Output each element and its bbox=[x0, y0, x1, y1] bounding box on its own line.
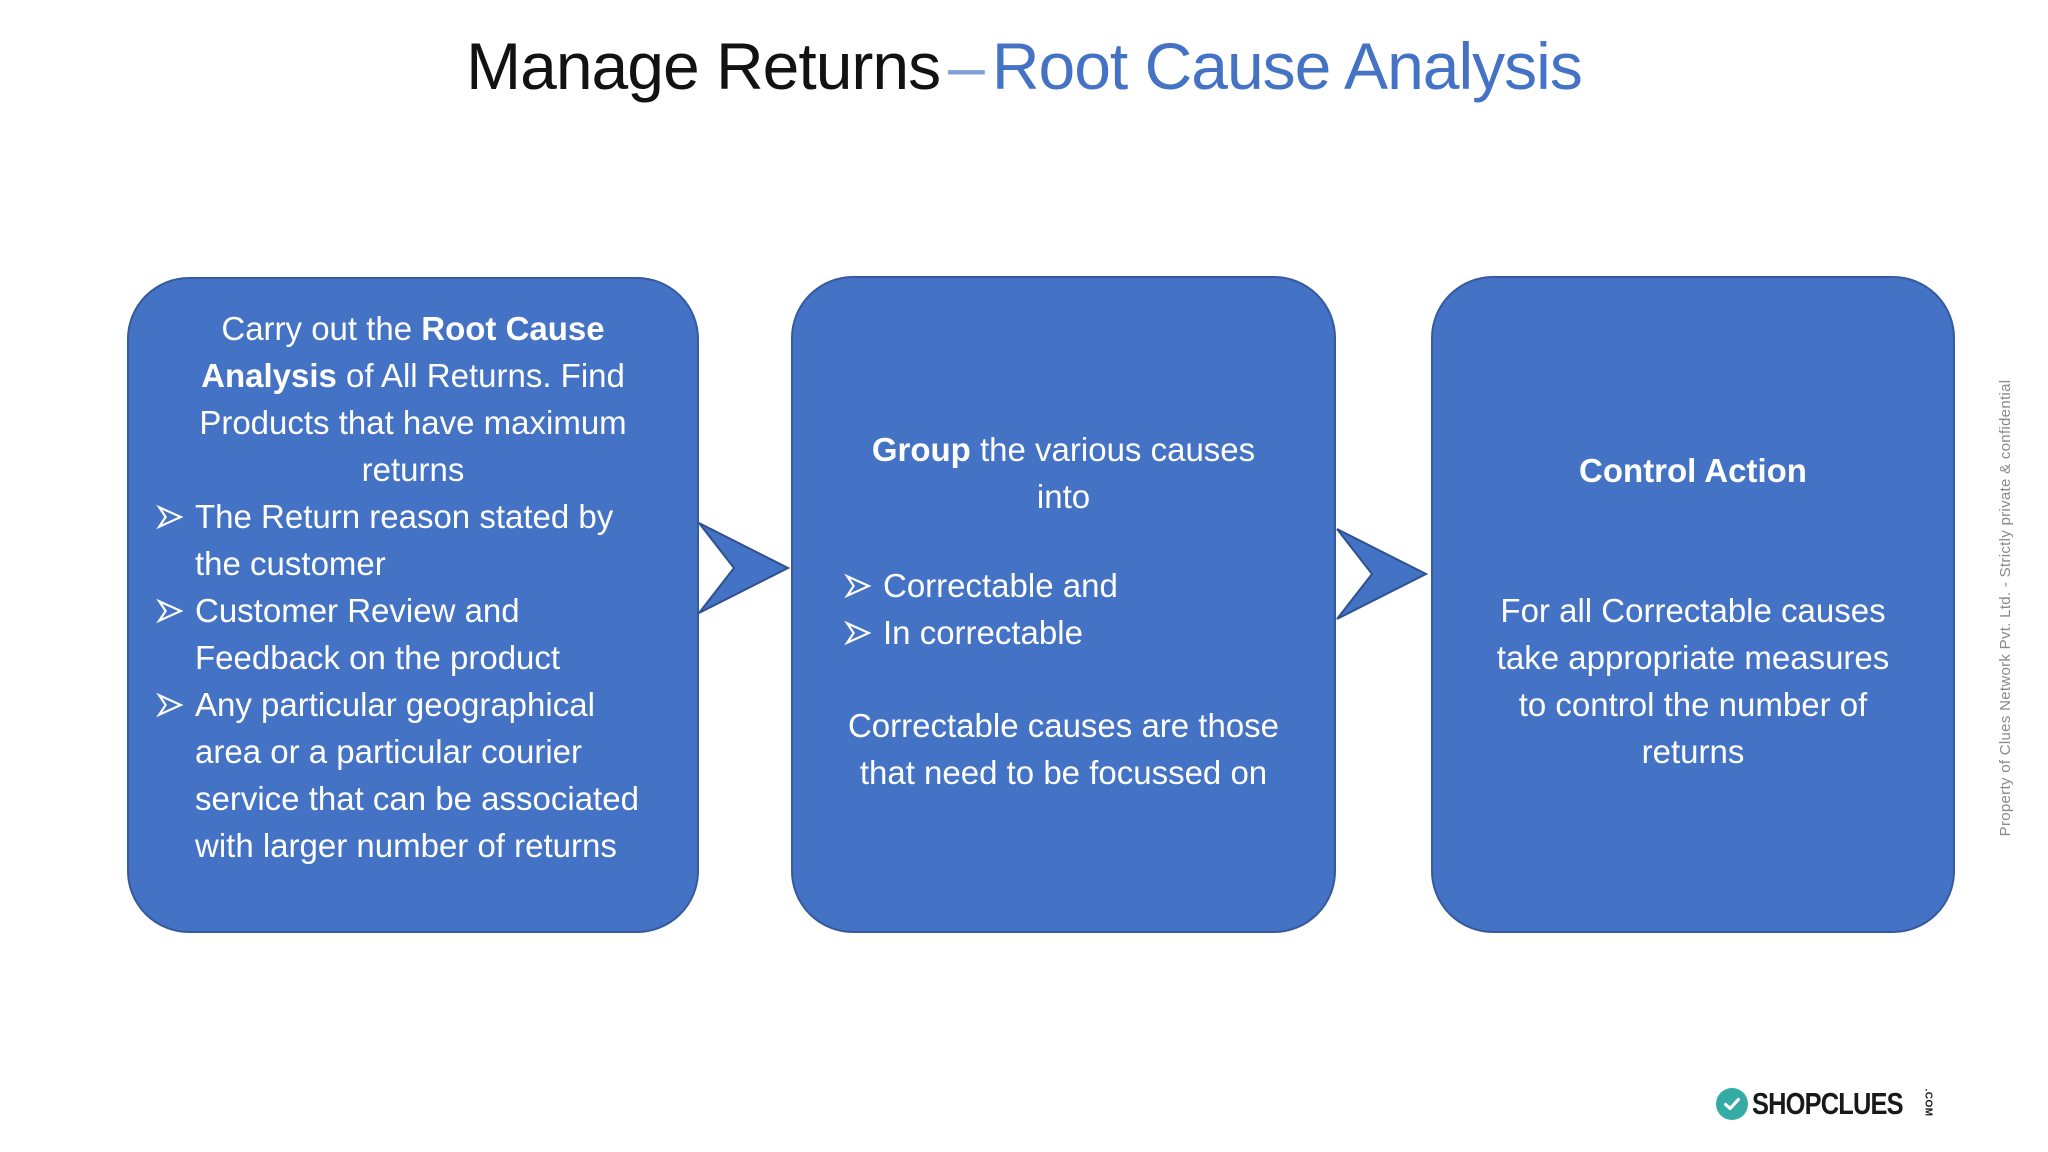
arrow-bullet-icon bbox=[156, 692, 184, 718]
step2-bullet-list: Correctable and In correctable bbox=[813, 562, 1314, 656]
step3-body-line: to control the number of bbox=[1518, 686, 1868, 723]
list-item: In correctable bbox=[843, 609, 1314, 656]
process-step-group-causes: Group the various causes into Correctabl… bbox=[791, 276, 1336, 933]
step2-note-line: that need to be focussed on bbox=[859, 754, 1268, 791]
step2-heading-line2: into bbox=[1036, 478, 1091, 515]
step1-intro-pre: Carry out the bbox=[221, 310, 422, 347]
process-step-root-cause-analysis: Carry out the Root Cause Analysis of All… bbox=[127, 277, 699, 933]
arrow-bullet-icon bbox=[156, 598, 184, 624]
shopclues-logo: SHOPCLUES .COM bbox=[1716, 1086, 1942, 1122]
step1-bullet-list: The Return reason stated by the customer… bbox=[155, 493, 671, 869]
step1-intro: Carry out the Root Cause Analysis of All… bbox=[161, 305, 666, 493]
step2-heading-bold: Group bbox=[871, 431, 971, 468]
step1-bullet-text: Customer Review and Feedback on the prod… bbox=[195, 592, 561, 676]
chevron-arrow-icon bbox=[1336, 528, 1428, 620]
step2-bullet-text: In correctable bbox=[883, 614, 1083, 651]
chevron-arrow-icon bbox=[698, 522, 790, 614]
step3-body: For all Correctable causes take appropri… bbox=[1453, 587, 1933, 775]
list-item: The Return reason stated by the customer bbox=[155, 493, 671, 587]
slide-title: Manage Returns–Root Cause Analysis bbox=[0, 30, 2048, 103]
arrow-bullet-icon bbox=[156, 504, 184, 530]
step2-note-line: Correctable causes are those bbox=[847, 707, 1280, 744]
list-item: Customer Review and Feedback on the prod… bbox=[155, 587, 671, 681]
step2-heading-rest: the various causes bbox=[970, 431, 1256, 468]
logo-wordmark: SHOPCLUES bbox=[1752, 1086, 1904, 1121]
title-blue-part: Root Cause Analysis bbox=[991, 29, 1583, 103]
confidential-note: Property of Clues Network Pvt. Ltd. - St… bbox=[1997, 379, 2014, 837]
check-icon bbox=[1716, 1088, 1748, 1120]
step3-body-line: returns bbox=[1641, 733, 1745, 770]
list-item: Any particular geographical area or a pa… bbox=[155, 681, 671, 869]
process-step-control-action: Control Action For all Correctable cause… bbox=[1431, 276, 1955, 933]
step1-bullet-text: Any particular geographical area or a pa… bbox=[195, 686, 639, 864]
step1-intro-bold: Root Cause Analysis bbox=[201, 310, 605, 394]
step1-bullet-text: The Return reason stated by the customer bbox=[195, 498, 614, 582]
arrow-bullet-icon bbox=[844, 620, 872, 646]
logo-tld: .COM bbox=[1922, 1087, 1934, 1117]
arrow-bullet-icon bbox=[844, 573, 872, 599]
title-black-part: Manage Returns bbox=[466, 29, 941, 103]
step2-heading: Group the various causes into bbox=[813, 426, 1314, 520]
step3-heading: Control Action bbox=[1579, 452, 1807, 489]
step3-body-line: For all Correctable causes bbox=[1500, 592, 1886, 629]
step3-body-line: take appropriate measures bbox=[1496, 639, 1890, 676]
title-dash: – bbox=[948, 29, 985, 103]
step2-bullet-text: Correctable and bbox=[883, 567, 1118, 604]
step1-intro-post: of All Returns. Find Products that have … bbox=[199, 357, 627, 488]
list-item: Correctable and bbox=[843, 562, 1314, 609]
step2-note: Correctable causes are those that need t… bbox=[813, 702, 1314, 796]
